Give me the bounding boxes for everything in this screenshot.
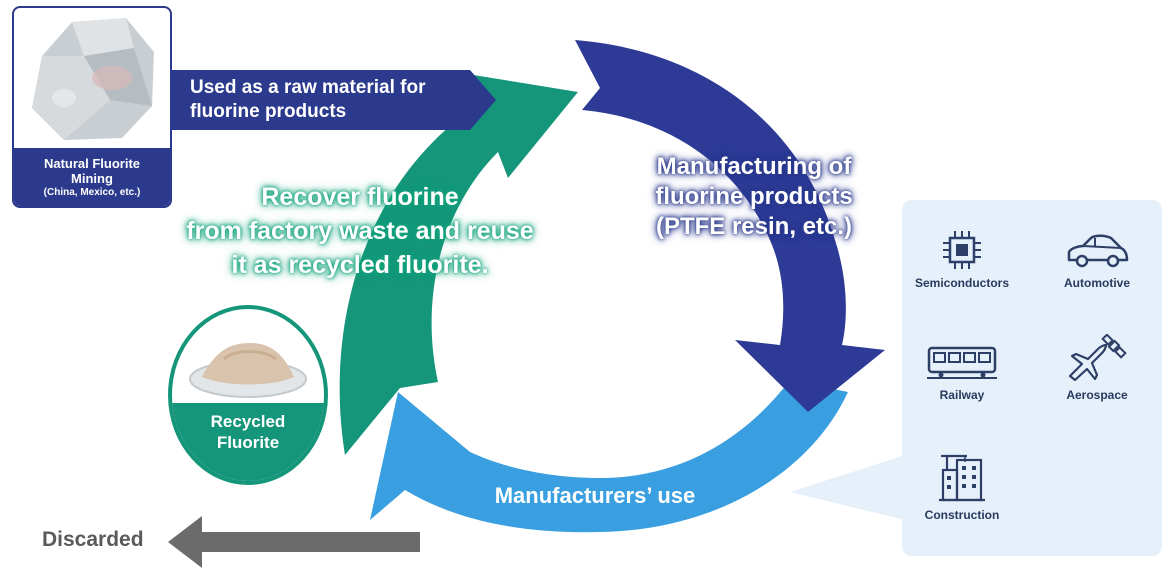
manufacturing-label: Manufacturing of fluorine products (PTFE… bbox=[634, 152, 874, 242]
use-aerospace: Aerospace bbox=[1037, 334, 1157, 402]
natural-fluorite-origin: (China, Mexico, etc.) bbox=[43, 186, 141, 198]
train-icon bbox=[927, 346, 997, 379]
uses-panel-pointer bbox=[790, 455, 905, 520]
manufacturing-line2: fluorine products bbox=[655, 183, 853, 210]
use-railway: Railway bbox=[902, 340, 1022, 402]
recover-line1: Recover fluorine bbox=[261, 183, 459, 211]
natural-fluorite-mining: Mining bbox=[71, 170, 113, 186]
recover-label: Recover fluorine from factory waste and … bbox=[165, 180, 555, 282]
chip-icon bbox=[943, 231, 981, 269]
use-semiconductors: Semiconductors bbox=[902, 228, 1022, 290]
car-icon bbox=[1067, 234, 1129, 268]
recycled-fluorite-line1: Recycled bbox=[210, 412, 286, 431]
recycled-fluorite-caption: Recycled Fluorite bbox=[172, 403, 324, 481]
recover-line2: from factory waste and reuse bbox=[186, 217, 534, 245]
recycled-powder-image bbox=[189, 343, 307, 398]
manufacturers-use-label: Manufacturers’ use bbox=[494, 483, 696, 508]
use-construction: Construction bbox=[902, 448, 1022, 522]
recycled-fluorite-circle: Recycled Fluorite bbox=[168, 305, 328, 485]
discarded-label: Discarded bbox=[42, 528, 144, 551]
raw-material-line2: fluorine products bbox=[190, 101, 347, 122]
use-arc bbox=[370, 380, 848, 533]
use-aerospace-label: Aerospace bbox=[1066, 388, 1128, 402]
recover-arc bbox=[339, 72, 578, 455]
raw-material-text: Used as a raw material for fluorine prod… bbox=[190, 76, 490, 124]
natural-fluorite-caption: Natural Fluorite Mining (China, Mexico, … bbox=[14, 148, 170, 206]
use-construction-label: Construction bbox=[924, 508, 1000, 522]
use-automotive: Automotive bbox=[1037, 228, 1157, 290]
natural-fluorite-card: Natural Fluorite Mining (China, Mexico, … bbox=[12, 6, 172, 208]
use-railway-label: Railway bbox=[939, 388, 985, 402]
discarded-arrow bbox=[168, 516, 420, 568]
fluorite-rock-image bbox=[32, 18, 154, 140]
use-semiconductors-label: Semiconductors bbox=[914, 276, 1010, 290]
use-automotive-label: Automotive bbox=[1064, 276, 1130, 290]
airplane-satellite-icon bbox=[1068, 334, 1127, 382]
raw-material-line1: Used as a raw material for bbox=[190, 77, 426, 98]
recycled-fluorite-line2: Fluorite bbox=[216, 433, 280, 452]
raw-material-banner bbox=[165, 70, 496, 130]
manufacturing-arc bbox=[575, 40, 885, 412]
manufacturing-line1: Manufacturing of bbox=[656, 153, 852, 180]
uses-panel: Semiconductors Automotive bbox=[902, 200, 1162, 556]
natural-fluorite-title: Natural Fluorite bbox=[43, 155, 141, 171]
recover-line3: it as recycled fluorite. bbox=[231, 251, 489, 279]
building-icon bbox=[939, 454, 985, 502]
manufacturing-line3: (PTFE resin, etc.) bbox=[655, 213, 853, 240]
